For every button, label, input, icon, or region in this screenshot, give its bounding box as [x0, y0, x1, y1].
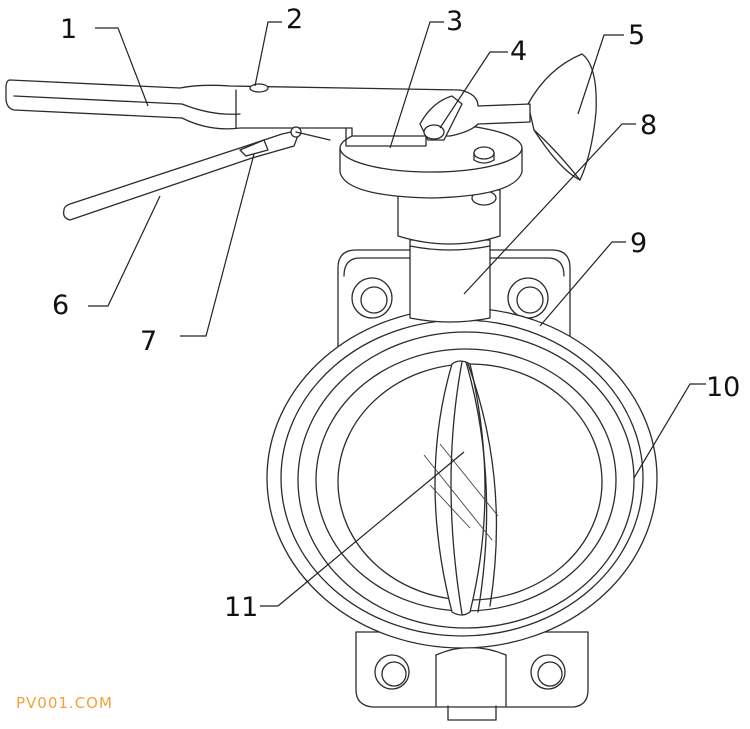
valve-disc: [423, 360, 499, 616]
callout-numbers: 1 2 3 4 5 6 7 8 9 10 11: [52, 4, 740, 623]
callout-3: 3: [446, 6, 463, 37]
callout-4: 4: [510, 36, 527, 67]
main-handle: [5, 79, 531, 147]
leader-lines: [88, 21, 706, 607]
stem-neck: [397, 189, 501, 323]
callout-11: 11: [224, 592, 258, 623]
callout-9: 9: [630, 228, 647, 259]
watermark-text: PV001.COM: [16, 694, 113, 712]
release-lever: [62, 126, 331, 221]
callout-2: 2: [286, 4, 303, 35]
callout-10: 10: [706, 372, 740, 403]
callout-5: 5: [628, 20, 645, 51]
callout-7: 7: [140, 326, 157, 357]
quadrant-plate: [527, 53, 597, 181]
callout-6: 6: [52, 290, 69, 321]
callout-8: 8: [640, 110, 657, 141]
callout-1: 1: [60, 14, 77, 45]
